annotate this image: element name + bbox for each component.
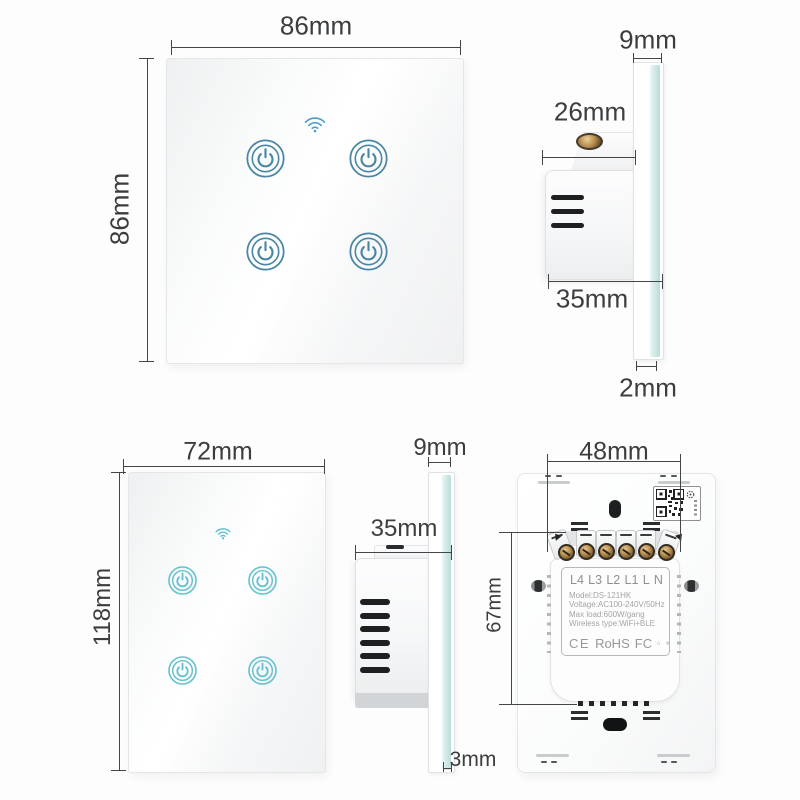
eu-side-glass-width-label: 9mm xyxy=(619,24,677,55)
terminal-label: L xyxy=(642,573,650,587)
side-mount-hole xyxy=(684,580,699,592)
spec-model: Model:DS-121HK xyxy=(569,591,632,600)
eu-side-body-depth-label: 35mm xyxy=(555,283,629,314)
back-module-body xyxy=(550,558,680,702)
spec-voltage: Voltage:AC100-240V/50Hz xyxy=(569,600,665,610)
weee-bin-icon xyxy=(665,641,669,645)
eu-width-dimension-line xyxy=(171,47,461,48)
vent-slot xyxy=(551,209,584,214)
bottom-hole xyxy=(603,718,627,731)
connector-dots xyxy=(578,701,651,706)
terminal-screw-icon xyxy=(638,543,655,560)
spec-wireless: Wireless type:WiFi+BLE xyxy=(569,619,656,629)
fcc-mark: FC xyxy=(634,635,653,651)
back-module-height-label: 67mm xyxy=(483,577,506,633)
us-side-glass-width-label: 9mm xyxy=(413,434,467,461)
certification-marks: CE RoHS FC xyxy=(562,629,669,651)
us-width-dimension-label: 72mm xyxy=(183,437,253,466)
touch-power-button xyxy=(168,566,197,595)
us-front-panel xyxy=(128,472,326,773)
eu-height-dimension-line xyxy=(147,58,148,362)
eu-width-dimension-label: 86mm xyxy=(279,10,353,41)
terminal-label: L3 xyxy=(588,573,603,587)
rohs-mark: RoHS xyxy=(595,635,630,651)
eu-height-dimension-label: 86mm xyxy=(104,172,135,246)
spec-text: Model:DS-121HK Voltage:AC100-240V/50Hz M… xyxy=(562,587,669,629)
screw-icon xyxy=(576,133,603,150)
vent-slot xyxy=(551,195,584,200)
spec-label: L4 L3 L2 L1 L N Model:DS-121HK Voltage:A… xyxy=(561,567,670,656)
glass-edge xyxy=(650,65,660,357)
side-mount-hole xyxy=(531,580,546,592)
terminal-label: L2 xyxy=(606,573,621,587)
terminal-screw-icon xyxy=(658,544,675,561)
ce-mark: CE xyxy=(569,635,591,651)
us-side-glass-strip xyxy=(428,472,455,773)
us-side-glass-thickness-label: 3mm xyxy=(449,748,497,771)
house-icon xyxy=(657,641,661,645)
eu-front-panel xyxy=(166,58,464,364)
spec-max-load: Max load:600W/gang xyxy=(569,609,645,619)
terminal-screw-icon xyxy=(618,543,635,560)
terminal-label: L4 xyxy=(570,573,584,587)
back-mount-width-label: 48mm xyxy=(579,437,649,466)
us-side-body-depth-label: 35mm xyxy=(370,515,438,542)
mount-slot xyxy=(657,754,690,757)
glass-edge xyxy=(442,475,451,770)
mount-slot xyxy=(538,481,570,484)
vent-slot xyxy=(360,640,390,646)
mount-hole xyxy=(609,500,621,518)
vent-slot xyxy=(551,223,584,228)
terminal-screw-icon xyxy=(558,544,575,561)
touch-power-button xyxy=(349,232,388,271)
touch-power-button xyxy=(246,139,285,178)
touch-power-button xyxy=(248,656,277,685)
touch-power-button xyxy=(168,656,197,685)
eu-side-glass-thickness-label: 2mm xyxy=(619,372,677,403)
terminal-screw-icon xyxy=(598,543,615,560)
mount-slot xyxy=(658,481,690,484)
mount-slot xyxy=(536,754,569,757)
terminal-screw-icon xyxy=(578,543,595,560)
terminal-labels: L4 L3 L2 L1 L N xyxy=(562,568,669,587)
wifi-icon xyxy=(304,116,326,133)
touch-power-button xyxy=(349,139,388,178)
vent-slot xyxy=(360,613,390,619)
gear-icon xyxy=(686,490,695,499)
vent-slot xyxy=(360,599,390,605)
touch-power-button xyxy=(246,232,285,271)
eu-side-module-depth-label: 26mm xyxy=(553,96,627,127)
us-height-dimension-label: 118mm xyxy=(89,567,116,647)
eu-side-glass-strip xyxy=(633,62,664,360)
vent-slot xyxy=(360,667,390,673)
module-base-band xyxy=(355,693,432,708)
vent-slot xyxy=(360,626,390,632)
terminal-label: N xyxy=(653,573,663,587)
terminal-label: L1 xyxy=(624,573,639,587)
wifi-icon xyxy=(215,527,231,540)
qr-code xyxy=(653,486,701,521)
vent-slot xyxy=(360,653,390,659)
touch-power-button xyxy=(248,566,277,595)
